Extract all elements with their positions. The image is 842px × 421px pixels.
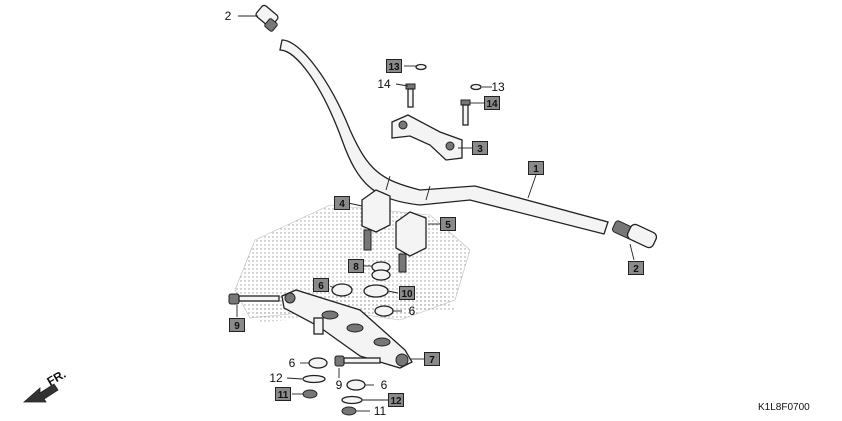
nut-11-left: [302, 389, 318, 399]
callout-c3: 3: [472, 141, 488, 155]
lower-holder-right: [395, 211, 427, 273]
rubber-10: [363, 284, 389, 298]
leader-1: [527, 174, 537, 199]
callout-number: 1: [533, 164, 539, 175]
leader-12a: [286, 377, 303, 380]
callout-box: [388, 393, 404, 407]
callout-c6a: 6: [313, 278, 329, 292]
callout-c6c: 6: [289, 356, 296, 370]
callout-c7: 7: [424, 352, 440, 366]
callout-c11b: 11: [374, 404, 387, 418]
callout-c12a: 12: [269, 371, 283, 385]
callout-box: [440, 217, 456, 231]
callout-c11a: 11: [275, 387, 291, 401]
callout-c12b: 12: [388, 393, 404, 407]
rubber-6-right: [374, 305, 394, 317]
callout-box: [334, 196, 350, 210]
callout-c1: 1: [528, 161, 544, 175]
callout-number: 9: [234, 321, 240, 332]
callout-box: [472, 141, 488, 155]
washer-12-right: [341, 395, 363, 405]
bolt-14-left: [405, 83, 416, 108]
callout-c13b: 13: [491, 80, 505, 94]
callout-number: 13: [388, 62, 400, 73]
callout-box: [528, 161, 544, 175]
bar-end-weight-left: [255, 4, 279, 32]
callout-c13a: 13: [386, 59, 402, 73]
callout-number: 4: [339, 199, 345, 210]
callout-number: 7: [429, 355, 435, 366]
callout-number: 12: [390, 396, 402, 407]
callout-c5: 5: [440, 217, 456, 231]
callout-box: [386, 59, 402, 73]
handlebar-knurl-1: [385, 175, 391, 191]
leader-2b: [629, 243, 635, 261]
callout-c8: 8: [348, 259, 364, 273]
leader-10: [387, 290, 399, 294]
callout-number: 9: [336, 378, 343, 392]
callout-c10: 10: [399, 286, 415, 300]
collar-8: [371, 261, 391, 281]
callout-number: 3: [477, 144, 483, 155]
leader-14a: [395, 83, 409, 87]
callout-number: 6: [409, 304, 416, 318]
callout-c2b: 2: [628, 261, 644, 275]
washer-12-left: [302, 374, 326, 384]
callout-number: 14: [486, 99, 498, 110]
callout-c6d: 6: [381, 378, 388, 392]
bolt-9-lower: [334, 355, 381, 367]
callout-box: [275, 387, 291, 401]
callout-number: 10: [401, 289, 413, 300]
callout-number: 2: [225, 9, 232, 23]
callout-number: 5: [445, 220, 451, 231]
callout-number: 8: [353, 262, 359, 273]
diagram-code: K1L8F0700: [758, 402, 810, 413]
callout-box: [229, 318, 245, 332]
callout-number: 14: [377, 77, 391, 91]
callout-box: [424, 352, 440, 366]
callout-c6b: 6: [409, 304, 416, 318]
callout-c4: 4: [334, 196, 350, 210]
callout-number: 6: [289, 356, 296, 370]
callout-number: 11: [278, 390, 289, 401]
callout-box: [628, 261, 644, 275]
front-direction-arrow: FR.: [22, 367, 69, 403]
cap-13-left: [415, 63, 427, 71]
callout-c9b: 9: [336, 378, 343, 392]
bolt-14-right: [460, 99, 471, 126]
handlebar: [279, 39, 609, 235]
callout-c14b: 14: [484, 96, 500, 110]
callout-c14a: 14: [377, 77, 391, 91]
rubber-6-lower-right: [346, 379, 366, 391]
leader-6a: [329, 285, 335, 289]
nut-11-right: [341, 406, 357, 416]
callout-number: 6: [318, 281, 324, 292]
callout-box: [348, 259, 364, 273]
callout-number: 2: [633, 264, 639, 275]
upper-holder: [391, 114, 463, 161]
bolt-9-left: [228, 293, 280, 305]
callout-box: [484, 96, 500, 110]
leader-4: [347, 202, 363, 207]
callout-number: 6: [381, 378, 388, 392]
bar-end-weight-right: [611, 220, 658, 249]
callout-number: 11: [374, 404, 387, 418]
callout-number: 12: [269, 371, 283, 385]
rubber-6-lower-left: [308, 357, 328, 369]
cap-13-right: [470, 83, 482, 91]
callout-c2a: 2: [225, 9, 232, 23]
callout-box: [399, 286, 415, 300]
callout-number: 13: [491, 80, 505, 94]
callout-c9a: 9: [229, 318, 245, 332]
lower-holder-left: [361, 189, 391, 251]
top-bridge: [281, 289, 413, 369]
rubber-6-upper: [331, 283, 353, 297]
front-direction-label: FR.: [45, 367, 69, 389]
handlebar-knurl-2: [425, 185, 431, 201]
callout-box: [313, 278, 329, 292]
